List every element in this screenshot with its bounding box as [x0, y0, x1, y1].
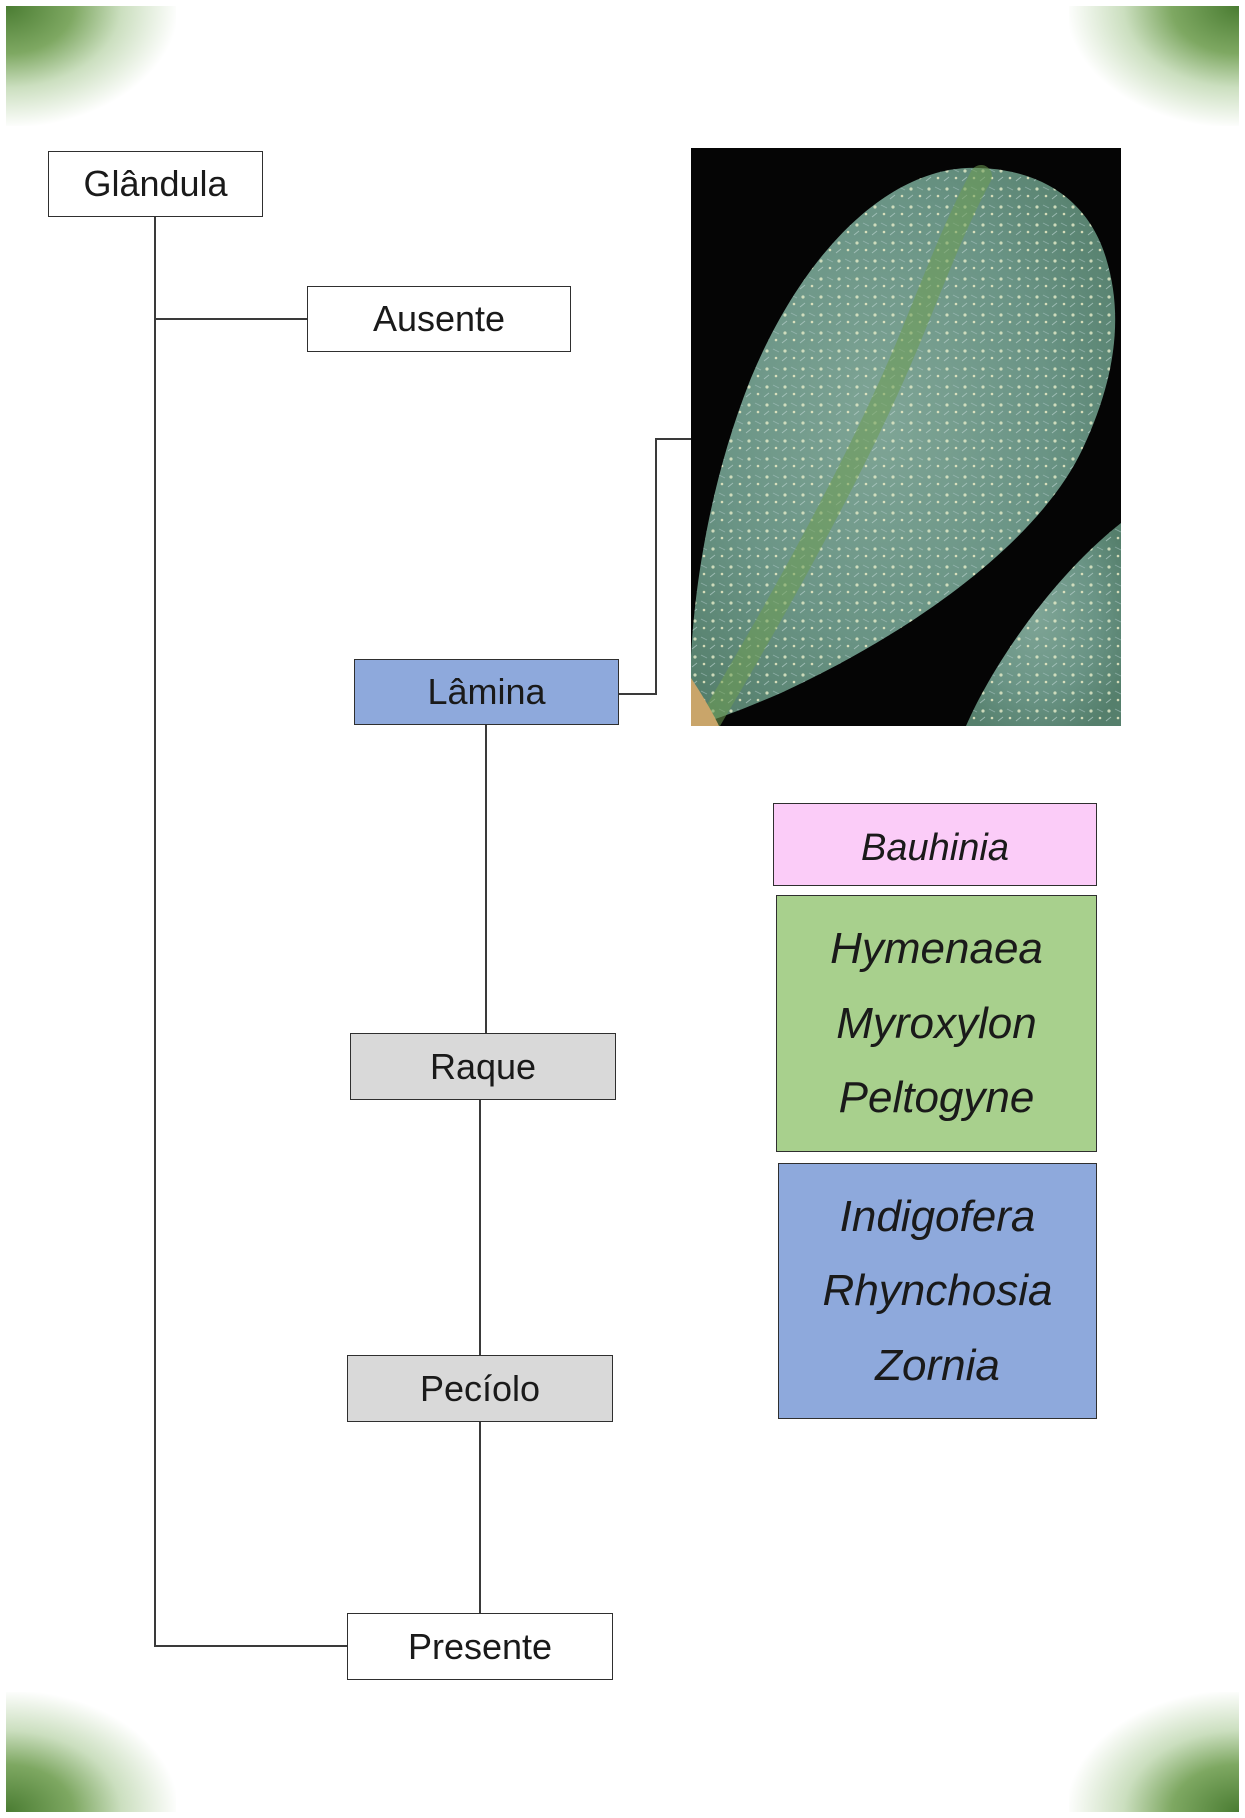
genus-myroxylon: Myroxylon	[836, 1002, 1037, 1046]
genus-box-pink: Bauhinia	[773, 803, 1097, 886]
connector-lamina-photo	[619, 439, 691, 694]
node-glandula-label: Glândula	[83, 163, 227, 205]
genus-hymenaea: Hymenaea	[830, 927, 1043, 971]
node-peciolo: Pecíolo	[347, 1355, 613, 1422]
genus-zornia: Zornia	[875, 1344, 1000, 1388]
genus-indigofera: Indigofera	[840, 1195, 1036, 1239]
node-presente: Presente	[347, 1613, 613, 1680]
node-raque: Raque	[350, 1033, 616, 1100]
genus-peltogyne: Peltogyne	[839, 1076, 1035, 1120]
node-glandula: Glândula	[48, 151, 263, 217]
node-lamina-label: Lâmina	[427, 671, 545, 713]
node-ausente: Ausente	[307, 286, 571, 352]
leaf-photo	[691, 148, 1121, 726]
node-ausente-label: Ausente	[373, 298, 505, 340]
node-raque-label: Raque	[430, 1046, 536, 1088]
connector-glandula-trunk	[155, 217, 347, 1646]
genus-box-green: Hymenaea Myroxylon Peltogyne	[776, 895, 1097, 1152]
node-lamina: Lâmina	[354, 659, 619, 725]
node-peciolo-label: Pecíolo	[420, 1368, 540, 1410]
genus-bauhinia: Bauhinia	[861, 829, 1009, 867]
genus-box-blue: Indigofera Rhynchosia Zornia	[778, 1163, 1097, 1419]
node-presente-label: Presente	[408, 1626, 552, 1668]
genus-rhynchosia: Rhynchosia	[823, 1269, 1053, 1313]
